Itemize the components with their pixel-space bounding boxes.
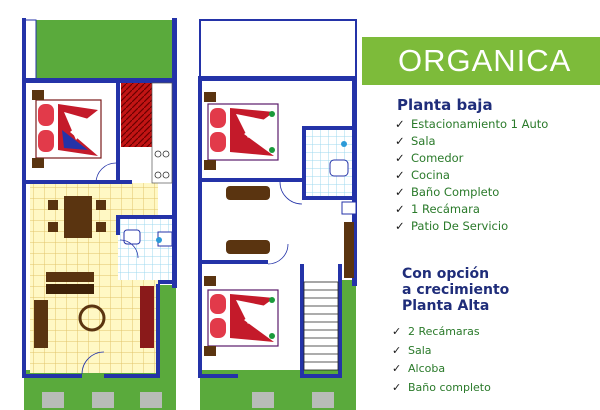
list-item: ✓2 Recámaras xyxy=(392,323,491,342)
planta-baja-heading: Planta baja xyxy=(397,96,493,114)
check-icon: ✓ xyxy=(392,380,402,394)
walls-right xyxy=(198,76,357,378)
banner-title: ORGANICA xyxy=(398,43,572,78)
planta-baja-list: ✓Estacionamiento 1 Auto ✓Sala ✓Comedor ✓… xyxy=(395,116,548,235)
bed-upper-2 xyxy=(204,276,279,356)
check-icon: ✓ xyxy=(395,134,405,148)
roof-outline xyxy=(199,19,357,81)
list-item: ✓Cocina xyxy=(395,168,450,182)
living-upper xyxy=(226,186,354,278)
ground-floor-plan xyxy=(22,18,177,410)
bed-ground xyxy=(32,90,102,168)
list-item: ✓Baño completo xyxy=(392,379,491,398)
check-icon: ✓ xyxy=(395,151,405,165)
pavers xyxy=(42,392,162,408)
check-icon: ✓ xyxy=(395,202,405,216)
list-item: ✓Estacionamiento 1 Auto xyxy=(395,117,549,131)
check-icon: ✓ xyxy=(392,362,402,375)
planta-alta-heading: Con opción a crecimiento Planta Alta xyxy=(402,266,510,314)
list-item: ✓Baño Completo xyxy=(395,185,500,199)
staircase xyxy=(303,281,339,371)
bathroom-floor-left xyxy=(118,218,174,280)
list-item: ✓Alcoba xyxy=(392,360,491,379)
check-icon: ✓ xyxy=(392,325,402,338)
check-icon: ✓ xyxy=(395,219,405,233)
kitchen-counter xyxy=(151,82,173,184)
check-icon: ✓ xyxy=(392,343,402,357)
sofa-ground xyxy=(34,272,154,348)
dining-set xyxy=(48,196,106,238)
bath-fixtures-right xyxy=(329,141,357,215)
list-item: ✓Comedor xyxy=(395,151,464,165)
side-lawn-upper xyxy=(340,280,356,374)
check-icon: ✓ xyxy=(395,168,405,182)
list-item: ✓1 Recámara xyxy=(395,202,480,216)
floor-plans xyxy=(22,18,357,410)
walls-left xyxy=(22,18,177,378)
bath-fixtures-left xyxy=(123,229,173,247)
planta-alta-list: ✓2 Recámaras ✓Sala ✓Alcoba ✓Baño complet… xyxy=(392,323,491,397)
upper-floor-plan xyxy=(198,19,357,410)
kitchen-tiles xyxy=(121,83,152,147)
title-banner: ORGANICA xyxy=(362,37,600,85)
side-lawn xyxy=(158,285,176,375)
bed-upper-1 xyxy=(204,92,279,170)
parking-lawn xyxy=(24,20,174,80)
list-item: ✓Sala xyxy=(395,134,436,148)
check-icon: ✓ xyxy=(395,117,405,131)
check-icon: ✓ xyxy=(395,185,405,199)
list-item: ✓Patio De Servicio xyxy=(395,219,509,233)
list-item: ✓Sala xyxy=(392,342,491,361)
